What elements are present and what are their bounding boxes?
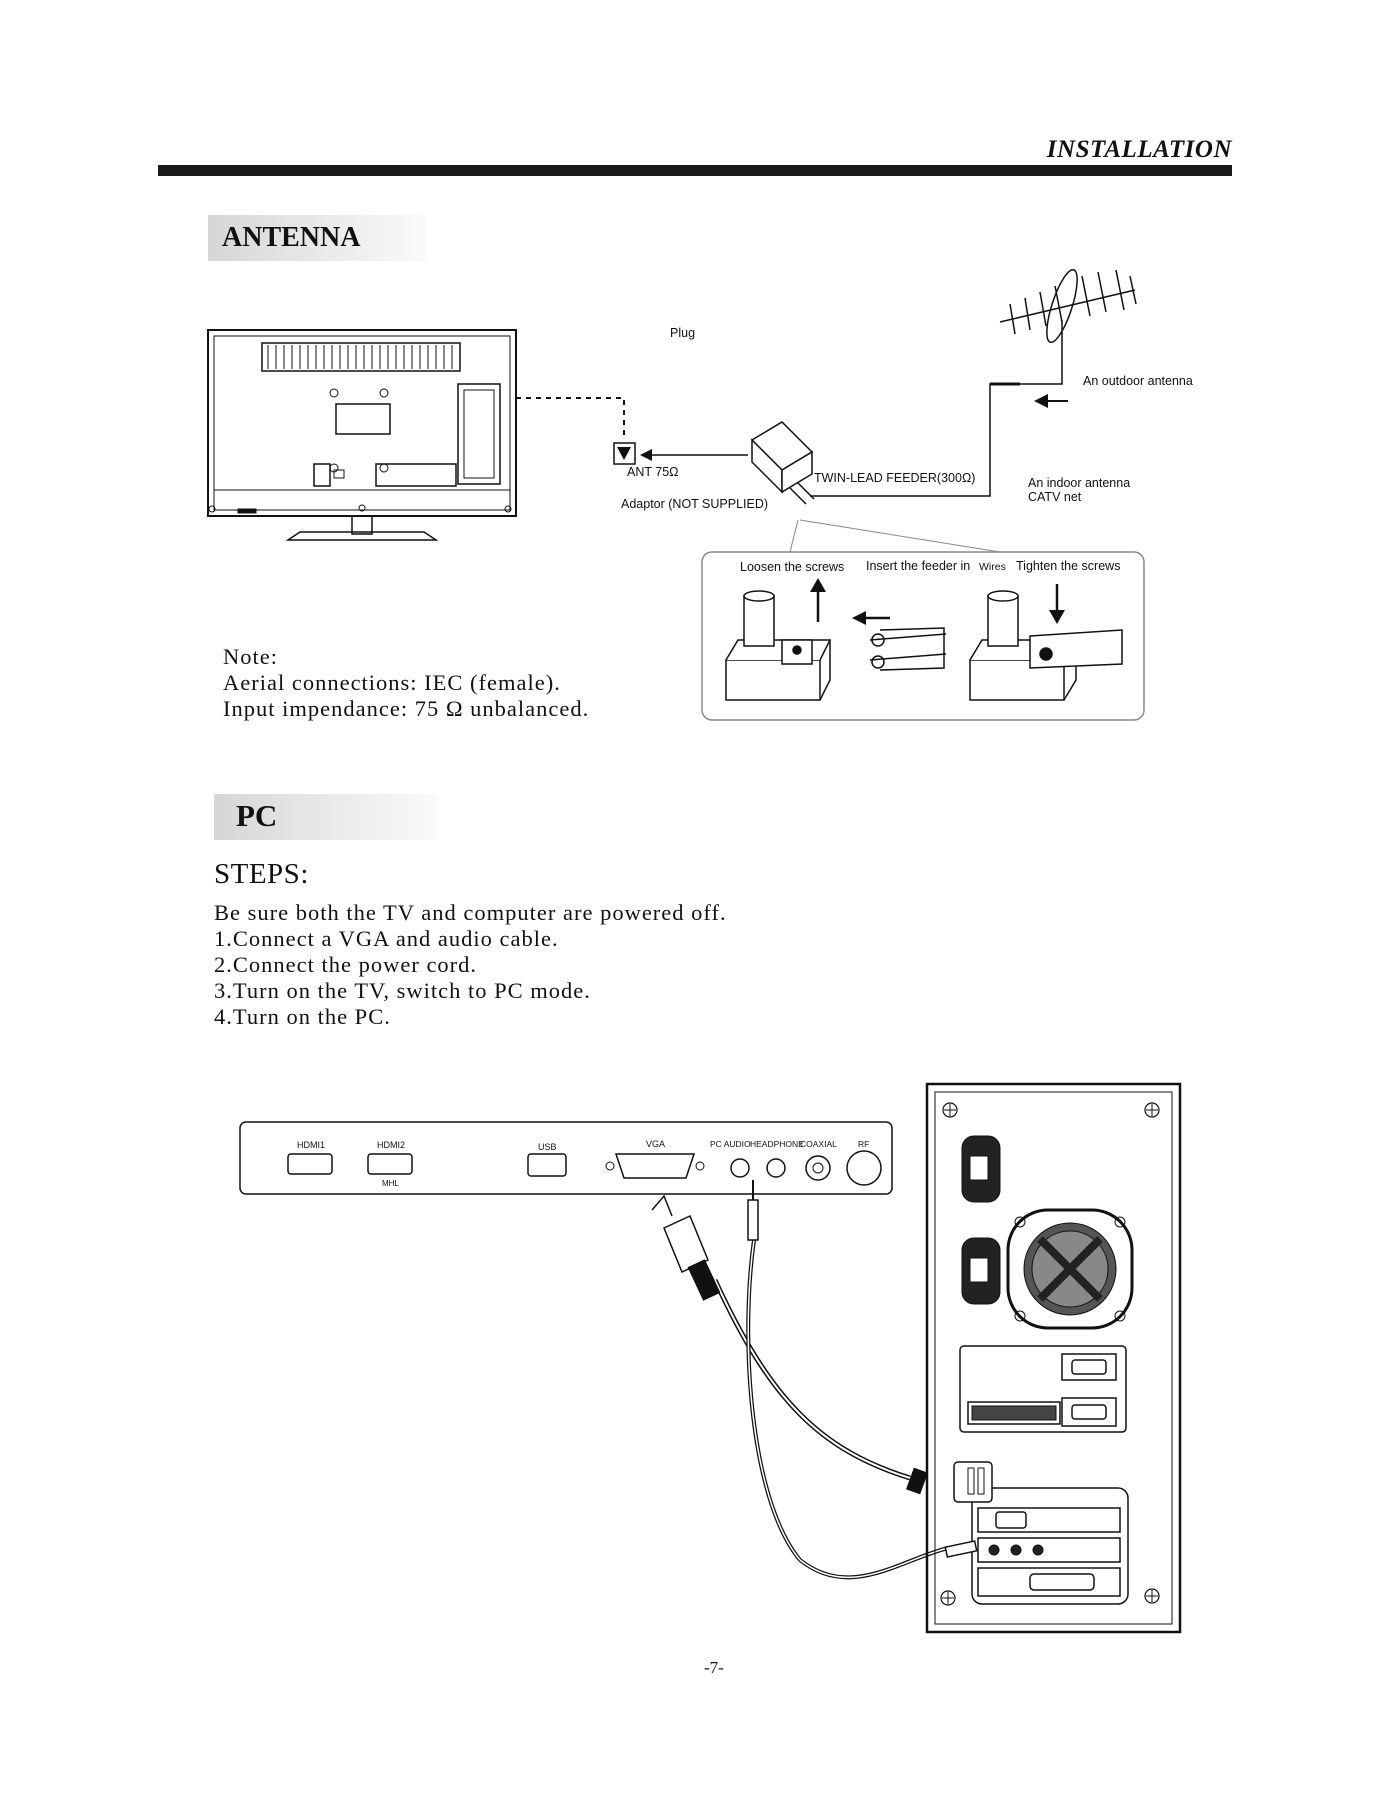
left-arrow-icon (852, 611, 866, 625)
vga-port (614, 1153, 696, 1179)
tv-rear-illustration (207, 329, 517, 541)
headphone-port (766, 1158, 786, 1178)
hdmi1-label: HDMI1 (297, 1140, 325, 1150)
pc-section-title: PC (236, 798, 278, 833)
rf-port (846, 1150, 882, 1186)
step-4: 4.Turn on the PC. (214, 1004, 391, 1029)
mhl-label: MHL (382, 1179, 399, 1188)
ant-connector-box (613, 442, 636, 465)
feeder-wires-illustration (869, 627, 947, 671)
page-title: INSTALLATION (1046, 136, 1232, 163)
plug-label: Plug (670, 326, 695, 340)
left-arrow-icon (640, 449, 652, 461)
note-line-impedance: Input impendance: 75 Ω unbalanced. (223, 696, 590, 721)
steps-heading: STEPS: (214, 858, 309, 890)
up-arrow-icon (810, 578, 826, 592)
pc-tower-rear (906, 1082, 1182, 1634)
hdmi1-port (287, 1153, 333, 1175)
coaxial-port (805, 1155, 831, 1181)
tighten-screws-label: Tighten the screws (1016, 559, 1120, 573)
twin-lead-feeder-label: TWIN-LEAD FEEDER(300Ω) (814, 471, 975, 485)
tv-port-panel (239, 1121, 893, 1195)
antenna-section-title: ANTENNA (222, 222, 361, 253)
fan-icon (1006, 1208, 1134, 1330)
ant-label: ANT 75Ω (627, 465, 679, 479)
vga-cable (651, 1194, 911, 1481)
pc-audio-label: PC AUDIO (710, 1139, 751, 1149)
page-number: -7- (704, 1658, 724, 1677)
left-arrow-icon (1034, 394, 1048, 408)
rf-label: RF (858, 1139, 869, 1149)
audio-plug-pc (944, 1540, 978, 1558)
coaxial-label: COAXIAL (800, 1139, 837, 1149)
headphone-label: HEADPHONE (750, 1139, 804, 1149)
hdmi2-port (367, 1153, 413, 1175)
loosen-screws-illustration (725, 590, 832, 701)
hdmi2-label: HDMI2 (377, 1140, 405, 1150)
down-arrow-icon (1049, 610, 1065, 624)
outdoor-antenna-label: An outdoor antenna (1083, 374, 1193, 388)
steps-list: Be sure both the TV and computer are pow… (214, 900, 727, 1030)
vga-label: VGA (646, 1139, 665, 1149)
vga-plug-tv (663, 1214, 709, 1274)
tighten-screws-illustration (969, 590, 1123, 701)
pc-section-tab: PC (214, 794, 438, 840)
note-line-aerial: Aerial connections: IEC (female). (223, 670, 561, 695)
step-1: 1.Connect a VGA and audio cable. (214, 926, 559, 951)
outdoor-antenna-illustration (999, 268, 1137, 344)
antenna-section-tab: ANTENNA (208, 215, 426, 261)
usb-label: USB (538, 1142, 557, 1152)
up-arrow-icon (651, 1194, 673, 1217)
usb-port (527, 1153, 567, 1177)
antenna-note: Note: Aerial connections: IEC (female). … (223, 644, 589, 722)
adaptor-plug-illustration (750, 421, 815, 505)
indoor-antenna-label: An indoor antenna (1028, 476, 1130, 490)
audio-plug-tv (747, 1199, 759, 1241)
loosen-screws-label: Loosen the screws (740, 560, 844, 574)
step-3: 3.Turn on the TV, switch to PC mode. (214, 978, 591, 1003)
adaptor-label: Adaptor (NOT SUPPLIED) (621, 497, 768, 511)
catv-label: CATV net (1028, 490, 1082, 504)
connection-steps-box (701, 519, 1145, 721)
note-heading: Note: (223, 644, 278, 669)
wires-label: Wires (979, 561, 1006, 573)
step-2: 2.Connect the power cord. (214, 952, 478, 977)
ant-down-arrow-icon (617, 447, 631, 460)
insert-feeder-label: Insert the feeder in (866, 559, 970, 573)
audio-cable (746, 1180, 949, 1580)
step-intro: Be sure both the TV and computer are pow… (214, 900, 727, 925)
title-rule (158, 165, 1232, 176)
pc-audio-port (730, 1158, 750, 1178)
